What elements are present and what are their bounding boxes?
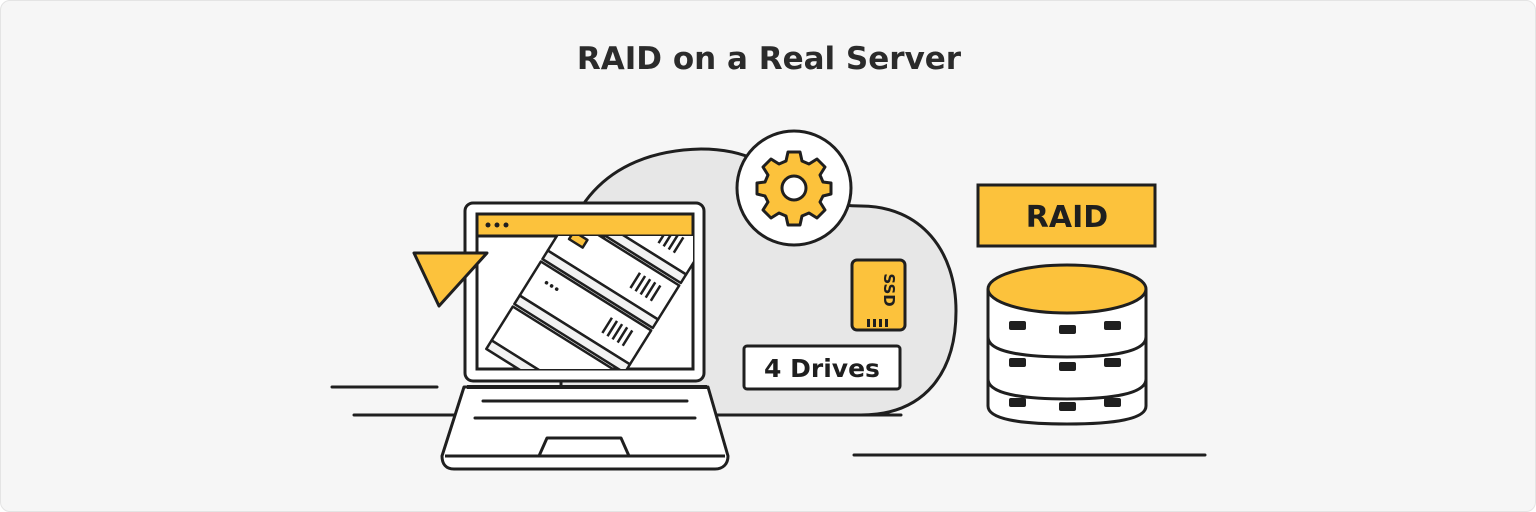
page-title: RAID on a Real Server bbox=[576, 41, 962, 77]
ssd-icon: SSD bbox=[850, 258, 907, 332]
laptop-icon bbox=[440, 201, 730, 471]
gear-icon bbox=[735, 129, 853, 247]
database-icon bbox=[986, 263, 1148, 426]
raid-label: RAID bbox=[1026, 200, 1108, 235]
server-rack-icon bbox=[485, 236, 693, 369]
ssd-label: SSD bbox=[880, 273, 898, 306]
window-dots bbox=[485, 222, 509, 228]
window-title-bar bbox=[475, 212, 695, 238]
raid-label-box: RAID bbox=[976, 183, 1157, 248]
laptop-base bbox=[440, 385, 730, 471]
drives-label: 4 Drives bbox=[764, 354, 880, 383]
laptop-touchpad bbox=[537, 436, 631, 457]
drives-label-box: 4 Drives bbox=[742, 344, 902, 391]
cursor-icon bbox=[412, 251, 489, 308]
